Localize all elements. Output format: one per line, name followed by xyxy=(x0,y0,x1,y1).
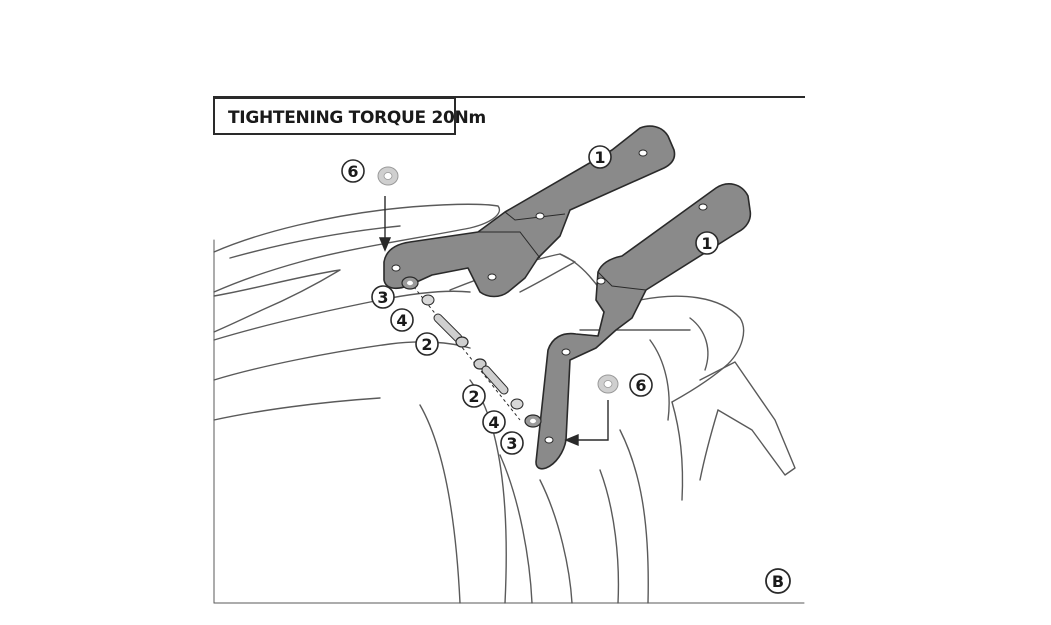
svg-text:3: 3 xyxy=(377,288,388,307)
view-label: B xyxy=(765,568,791,594)
assembly-arrows xyxy=(378,196,609,447)
svg-text:1: 1 xyxy=(594,148,605,167)
callouts: 1 1 6 6 3 4 2 2 xyxy=(341,145,719,455)
bolt-icon xyxy=(433,313,469,348)
svg-text:2: 2 xyxy=(468,387,479,406)
callout-4-left: 4 xyxy=(390,308,414,332)
arrow-down-icon xyxy=(378,237,392,252)
hardware-stack-right xyxy=(473,358,542,428)
callout-4-right: 4 xyxy=(482,410,506,434)
svg-text:1: 1 xyxy=(701,234,712,253)
callout-1-upper: 1 xyxy=(588,145,612,169)
svg-text:2: 2 xyxy=(421,335,432,354)
bracket-right xyxy=(535,183,752,470)
callout-2-left: 2 xyxy=(415,332,439,356)
callout-6-right: 6 xyxy=(629,373,653,397)
callout-2-right: 2 xyxy=(462,384,486,408)
bolt-icon xyxy=(473,358,509,395)
torque-label: TIGHTENING TORQUE 20Nm xyxy=(228,108,486,128)
bracket-left xyxy=(383,125,676,298)
svg-text:4: 4 xyxy=(396,311,407,330)
svg-text:B: B xyxy=(772,572,784,591)
hardware-stack-left xyxy=(401,276,521,421)
cap-nut-right xyxy=(597,374,619,394)
cap-nut-top xyxy=(377,166,399,186)
callout-6-top: 6 xyxy=(341,159,365,183)
spacer-icon xyxy=(510,398,524,410)
callout-1-lower: 1 xyxy=(695,231,719,255)
svg-text:6: 6 xyxy=(635,376,646,395)
arrow-left-icon xyxy=(564,433,579,447)
svg-text:6: 6 xyxy=(347,162,358,181)
callout-3-left: 3 xyxy=(371,285,395,309)
spacer-icon xyxy=(421,294,435,306)
callout-3-right: 3 xyxy=(500,431,524,455)
torque-header: TIGHTENING TORQUE 20Nm xyxy=(213,96,805,135)
svg-text:3: 3 xyxy=(506,434,517,453)
svg-text:4: 4 xyxy=(488,413,499,432)
